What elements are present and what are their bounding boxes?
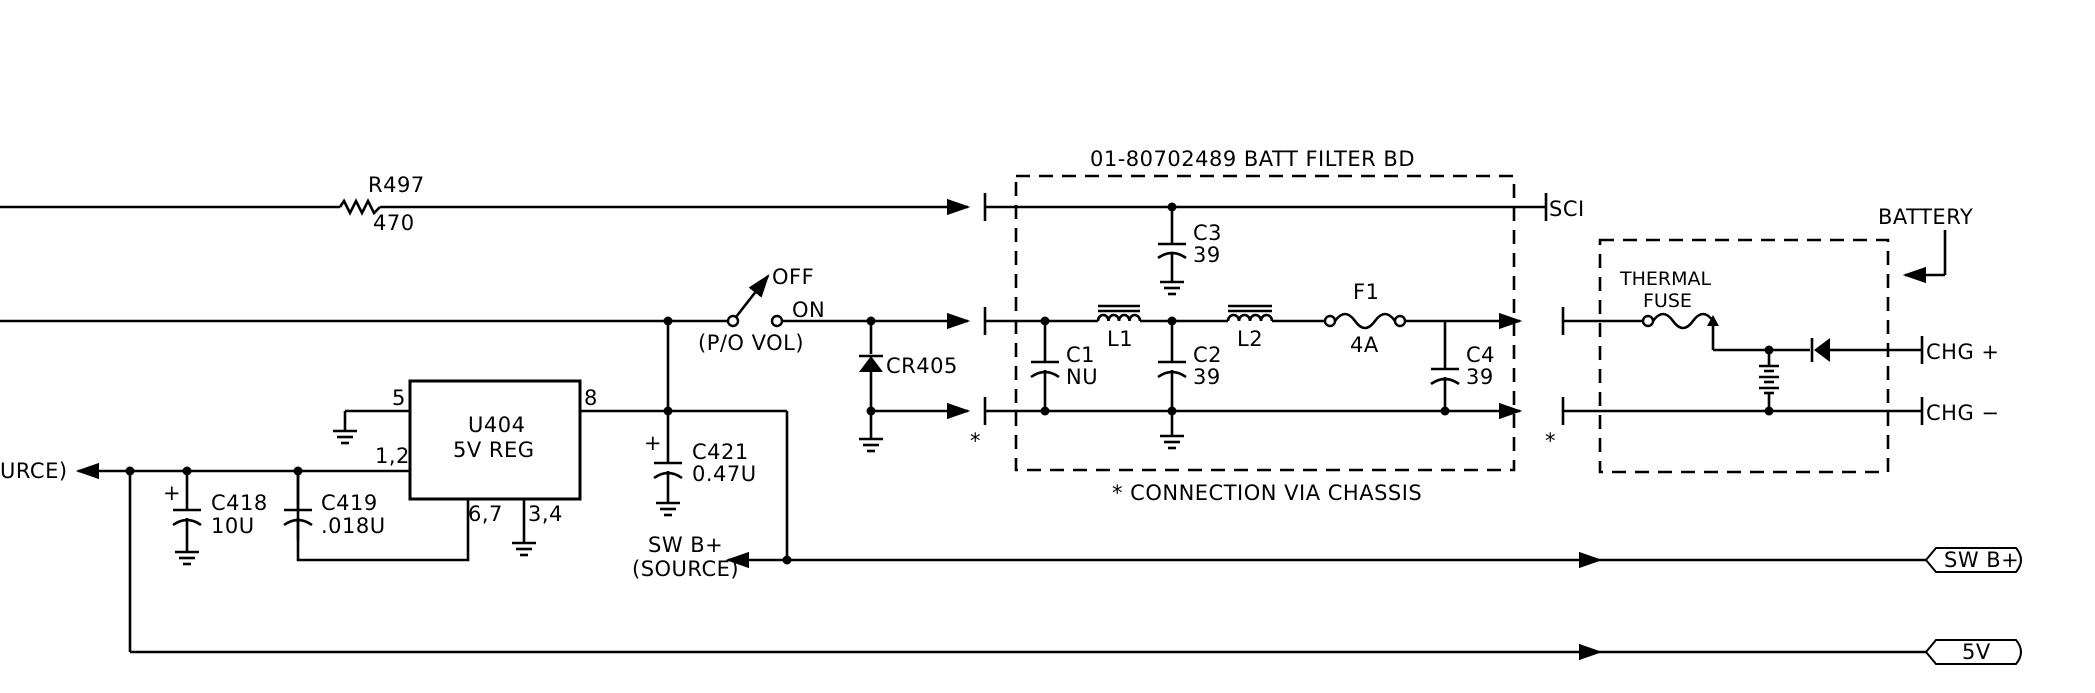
switch-on-label: ON [792,298,825,322]
u404-pin-in: 5 [392,386,406,410]
switched-net: OFF ON (P/O VOL) [0,265,1098,355]
f1-ref: F1 [1353,280,1379,304]
u404-ref: U404 [468,413,525,437]
c418-ref: C418 [211,491,268,515]
r497-ref: R497 [368,173,425,197]
c419-ref: C419 [321,491,378,515]
c4-value: 39 [1466,365,1494,389]
c421-ref: C421 [692,440,749,464]
u404-pin-a: 1,2 [375,444,410,468]
source-offpage-label: URCE) [0,459,68,483]
c2-value: 39 [1193,365,1221,389]
source-rail: URCE) [0,459,1926,661]
sci-label: SCI [1549,197,1585,221]
l1-ref: L1 [1107,327,1133,351]
chg-plus-label: CHG + [1926,340,2000,364]
switch-blade [734,274,770,318]
c421-polarity: + [644,431,662,455]
battery-plus-net: THERMAL FUSE CHG + [1561,268,2000,364]
switch-contact [770,314,784,328]
ground-symbol [333,409,410,445]
v5-offpage-connector: 5V [1924,639,2022,665]
c1-capacitor: C1 NU [1030,316,1098,411]
ground-rail [983,397,1523,450]
c418-value: 10U [211,514,255,538]
battery-label: BATTERY [1878,205,1973,229]
c3-value: 39 [1193,243,1221,267]
c4-ref: C4 [1466,343,1495,367]
thermal-fuse-line1: THERMAL [1619,268,1711,290]
c1-value: NU [1066,365,1098,389]
u404-pin-b: 6,7 [468,502,503,526]
charging-diode [1810,338,1840,362]
battery-minus-net: CHG − [1561,397,2000,425]
batt-filter-board-title: 01-80702489 BATT FILTER BD [1090,147,1415,171]
c2-ref: C2 [1193,343,1222,367]
thermal-fuse [1651,312,1715,330]
switch-off-label: OFF [772,265,814,289]
thermal-fuse-line2: FUSE [1643,290,1692,312]
c2-capacitor: C2 39 [1157,316,1222,411]
f1-fuse: F1 4A [1323,280,1407,357]
c419-value: .018U [321,514,386,538]
swb-label-line2: (SOURCE) [632,557,739,581]
battery-cell-icon [1759,345,1779,416]
v5-offpage-label: 5V [1962,640,1991,664]
u404-regulator: U404 5V REG 5 8 1,2 6,7 3,4 [375,379,598,526]
c419-capacitor: C419 .018U [283,471,386,540]
swb-offpage-connector: SW B+ [1924,547,2022,573]
battery-outline [1598,238,1890,474]
u404-desc: 5V REG [453,438,535,462]
chg-minus-label: CHG − [1926,401,2000,425]
ground-symbol [859,402,971,453]
switch-name: (P/O VOL) [698,331,804,355]
l2-inductor: L2 [1226,304,1274,351]
r497-value: 470 [373,211,415,235]
switch-contact [726,314,740,328]
f1-value: 4A [1350,333,1379,357]
swb-net: SW B+ (SOURCE) [580,316,1926,581]
c3-ref: C3 [1193,221,1222,245]
cr405-ref: CR405 [886,354,958,378]
batt-filter-board-outline [1014,174,1516,472]
ground-symbol [512,499,536,557]
c418-polarity: + [163,481,181,505]
c3-capacitor: C3 39 [1157,202,1222,296]
cr405-diode: CR405 [859,321,958,439]
chassis-footnote: * CONNECTION VIA CHASSIS [1112,481,1422,505]
c418-capacitor: + C418 10U [163,471,268,566]
r497-net: R497 470 SCI [0,173,1585,235]
c421-capacitor: + C421 0.47U [644,411,757,517]
swb-offpage-label: SW B+ [1944,548,2019,572]
c421-value: 0.47U [692,462,757,486]
r497-resistor [338,198,381,216]
l1-inductor: L1 [1096,304,1142,351]
chassis-star: * [1545,429,1556,453]
swb-label-line1: SW B+ [648,533,723,557]
u404-pin-c: 3,4 [528,502,563,526]
u404-pin-out: 8 [584,386,598,410]
c4-capacitor: C4 39 [1430,321,1495,411]
chassis-star: * [970,429,981,453]
c1-ref: C1 [1066,343,1095,367]
l2-ref: L2 [1237,327,1263,351]
